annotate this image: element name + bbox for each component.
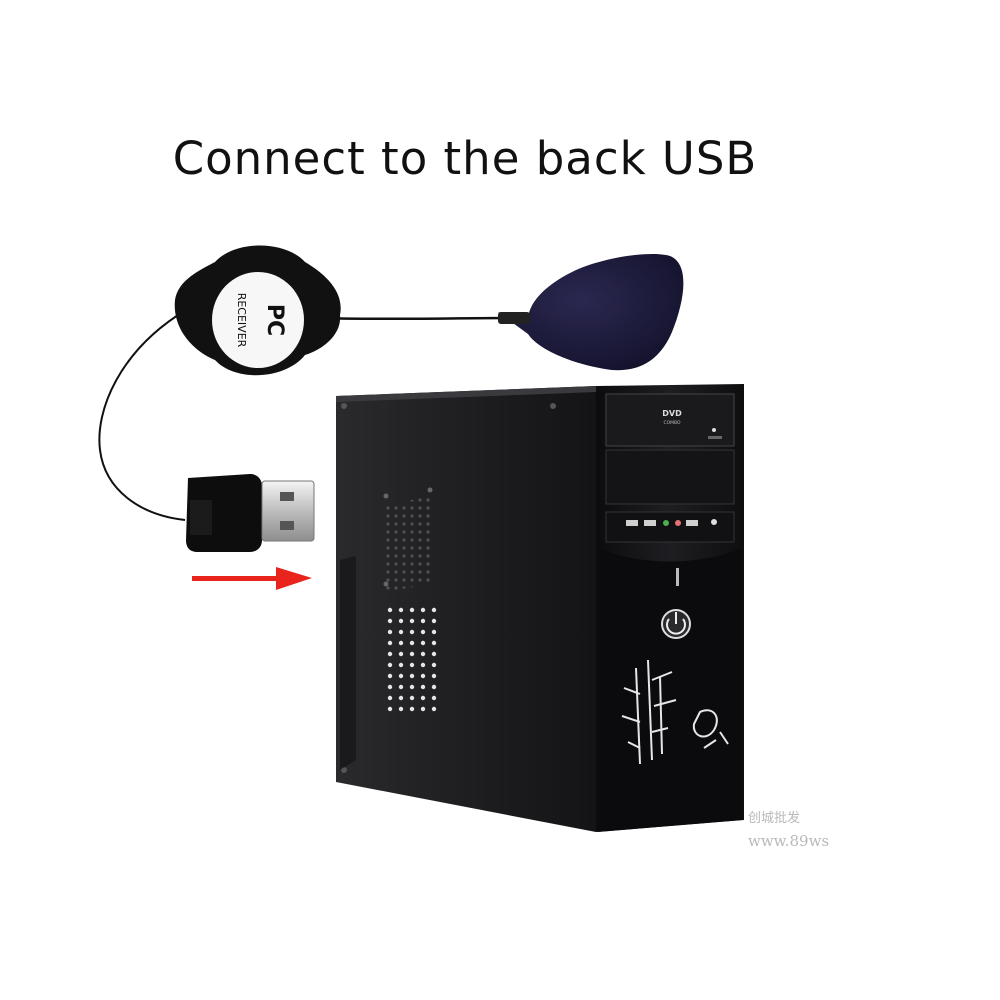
watermark: 创城批发 www.89ws <box>748 808 858 852</box>
watermark-line1: 创城批发 <box>748 811 801 826</box>
receiver-reel: PC RECEIVER <box>174 245 341 376</box>
dvd-label-line1: DVD <box>662 409 682 418</box>
computer-tower <box>336 386 596 832</box>
arrow-right-icon <box>192 567 312 590</box>
headline: Connect to the back USB <box>172 132 758 185</box>
receiver-brand-text: PC <box>262 304 287 336</box>
watermark-line2: www.89ws <box>748 832 830 850</box>
usb-cable <box>98 309 521 521</box>
front-bezel: DVD COMBO <box>596 384 744 832</box>
dvd-label-line2: COMBO <box>663 420 681 426</box>
dvd-drive: DVD COMBO <box>605 393 735 447</box>
receiver-pad <box>498 253 684 371</box>
usb-plug-icon <box>186 474 315 552</box>
bamboo-decoration-icon <box>621 659 729 765</box>
front-ports <box>605 511 735 543</box>
power-button-icon[interactable] <box>661 609 691 639</box>
receiver-label-text: RECEIVER <box>235 293 248 348</box>
